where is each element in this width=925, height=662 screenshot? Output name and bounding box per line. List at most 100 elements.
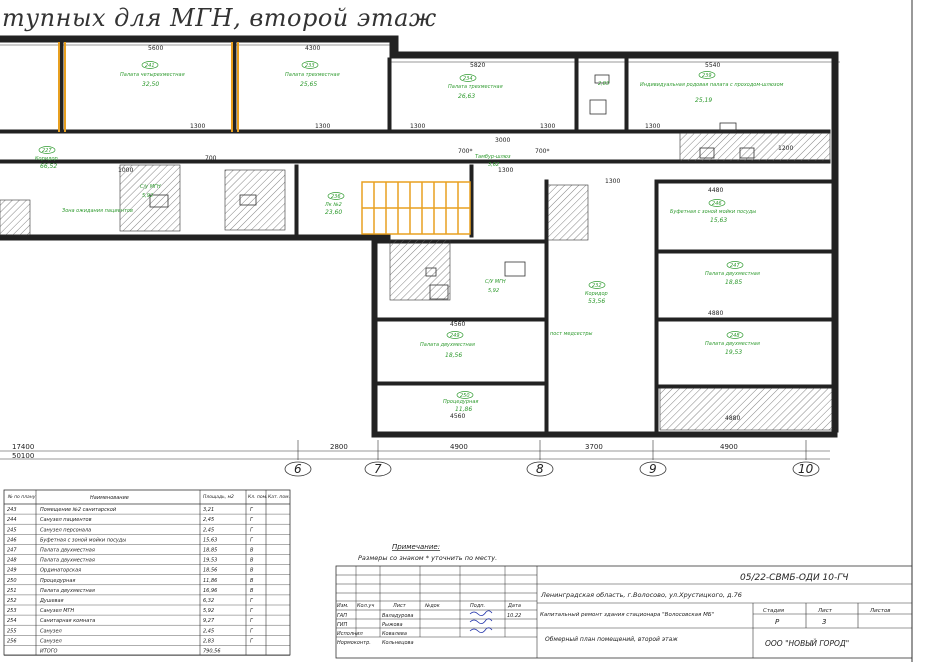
th-area: Площадь, м2 — [203, 494, 234, 500]
svg-text:1300: 1300 — [190, 123, 205, 130]
axis-10: 10 — [798, 462, 814, 476]
table-cell: Санитарная комната — [40, 618, 95, 624]
table-cell: 18,85 — [203, 548, 217, 554]
svg-text:Палата двухместная: Палата двухместная — [420, 342, 475, 348]
th-name: Наименование — [90, 495, 129, 501]
svg-text:4560: 4560 — [450, 413, 465, 420]
stamp-role: Нормоконтр. — [337, 640, 371, 646]
dim-5820: 5820 — [470, 62, 485, 69]
walls — [0, 35, 839, 438]
table-cell: 3,21 — [203, 507, 214, 513]
svg-text:1300: 1300 — [498, 167, 513, 174]
table-cell: Санузел МГН — [40, 608, 74, 614]
svg-text:66,52: 66,52 — [40, 163, 57, 170]
svg-text:Палата трехместная: Палата трехместная — [285, 72, 340, 78]
room-253: С/У МГН 5,92 — [485, 279, 506, 294]
svg-text:1000: 1000 — [118, 167, 133, 174]
svg-text:1300: 1300 — [315, 123, 330, 130]
svg-text:1300: 1300 — [605, 178, 620, 185]
table-cell: Г — [250, 517, 254, 523]
svg-text:Лк №2: Лк №2 — [324, 202, 342, 208]
axis-7: 7 — [374, 462, 382, 476]
svg-text:№док: №док — [424, 603, 440, 609]
stamp-sheet-title: Обмерный план помещений, второй этаж — [545, 636, 678, 643]
svg-text:4880: 4880 — [708, 310, 723, 317]
table-cell: Душевая — [39, 598, 64, 604]
th-class: Кл. пом. — [248, 494, 267, 500]
table-cell: Санузел — [40, 628, 63, 634]
table-cell: Санузел пациентов — [40, 517, 92, 523]
dim-5540: 5540 — [705, 62, 720, 69]
table-cell: 790,56 — [203, 649, 221, 655]
table-cell: 246 — [7, 537, 17, 543]
stamp-code: 05/22-СВМБ-ОДИ 10-ГЧ — [740, 573, 848, 583]
table-cell: 253 — [7, 608, 17, 614]
table-cell: Помещение №2 санитарской — [40, 507, 117, 513]
svg-text:4560: 4560 — [450, 321, 465, 328]
stamp-role: ГАП — [337, 613, 347, 619]
table-cell: 2,83 — [203, 638, 214, 644]
table-cell: Г — [250, 598, 254, 604]
svg-text:17400: 17400 — [12, 443, 34, 451]
svg-text:234: 234 — [463, 76, 473, 82]
table-cell: Санузел — [40, 638, 63, 644]
table-cell: Г — [250, 608, 254, 614]
svg-text:50100: 50100 — [12, 452, 34, 460]
room-248: 248 Палата двухместная 19,53 — [705, 331, 760, 356]
svg-text:Кол.уч: Кол.уч — [357, 603, 374, 609]
svg-text:4480: 4480 — [708, 187, 723, 194]
svg-text:700: 700 — [205, 155, 217, 162]
table-cell: Г — [250, 638, 254, 644]
table-cell: 255 — [7, 628, 17, 634]
stamp-sheet-h: Лист — [817, 608, 833, 614]
stamp-address: Ленинградская область, г.Волосово, ул.Хр… — [540, 591, 742, 599]
svg-text:2800: 2800 — [330, 443, 348, 451]
table-cell: В — [250, 568, 254, 574]
sheet-title: тупных для МГН, второй этаж — [2, 4, 437, 32]
svg-text:Подп.: Подп. — [470, 603, 485, 609]
svg-text:1300: 1300 — [645, 123, 660, 130]
room-233: 233 Палата трехместная 25,65 — [285, 61, 340, 88]
svg-text:239: 239 — [702, 73, 712, 79]
svg-text:Изм.: Изм. — [337, 603, 349, 609]
staircase — [361, 181, 471, 235]
svg-text:233: 233 — [305, 63, 315, 69]
dim-5600: 5600 — [148, 45, 163, 52]
table-cell: 245 — [7, 527, 17, 533]
svg-text:Палата четырехместная: Палата четырехместная — [120, 72, 185, 78]
table-cell: 256 — [7, 638, 17, 644]
stamp-name: Кольнецова — [382, 640, 414, 646]
table-cell: Процедурная — [40, 578, 75, 584]
svg-text:Процедурная: Процедурная — [443, 399, 478, 405]
svg-text:С/у МГН: С/у МГН — [140, 184, 161, 190]
svg-text:246: 246 — [712, 201, 722, 207]
svg-text:Палата трехместная: Палата трехместная — [448, 84, 503, 90]
svg-text:3,62: 3,62 — [488, 162, 499, 168]
table-cell: 9,27 — [203, 618, 215, 624]
table-cell: 243 — [7, 507, 17, 513]
svg-text:241: 241 — [145, 63, 155, 69]
room-227: 227 Коридор 66,52 — [35, 146, 58, 170]
svg-text:Палата двухместная: Палата двухместная — [705, 341, 760, 347]
room-240: С/у МГН 5,92 — [140, 184, 161, 199]
axis-8: 8 — [536, 462, 544, 476]
svg-text:700*: 700* — [458, 148, 472, 155]
svg-text:15,63: 15,63 — [710, 217, 727, 224]
table-cell: 249 — [7, 568, 17, 574]
svg-text:1300: 1300 — [540, 123, 555, 130]
svg-text:11,86: 11,86 — [455, 406, 472, 413]
room-234: 234 Палата трехместная 26,63 — [448, 74, 503, 100]
svg-text:4900: 4900 — [450, 443, 468, 451]
table-cell: 18,56 — [203, 568, 217, 574]
room-241: 241 Палата четырехместная 32,50 — [120, 61, 185, 88]
label-zone: Зона ожидания пациентов — [62, 208, 133, 214]
table-cell: Г — [250, 527, 254, 533]
table-cell: 252 — [7, 598, 17, 604]
svg-text:18,56: 18,56 — [445, 352, 462, 359]
table-cell: 250 — [7, 578, 17, 584]
fixtures — [149, 74, 755, 300]
svg-text:Примечание:: Примечание: — [392, 543, 440, 551]
hatched-areas — [0, 132, 833, 431]
table-cell: 15,63 — [203, 537, 217, 543]
